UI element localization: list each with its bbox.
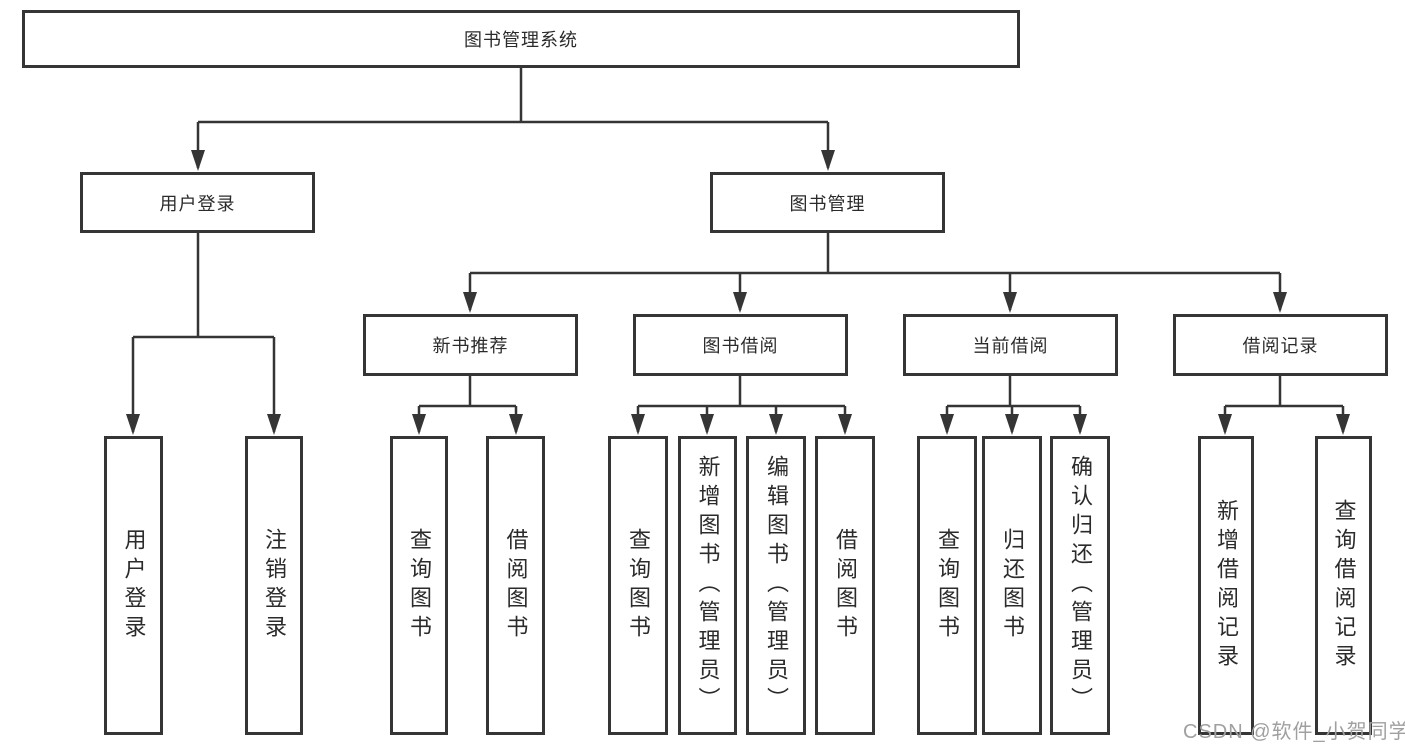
arrowhead bbox=[1218, 414, 1232, 435]
arrowhead bbox=[126, 414, 140, 435]
arrowhead bbox=[191, 150, 205, 171]
arrowhead bbox=[267, 414, 281, 435]
arrowhead bbox=[700, 414, 714, 435]
node-leaf-add-borrow-record: 新增借阅记录 bbox=[1198, 436, 1254, 735]
arrowhead bbox=[509, 414, 523, 435]
arrowhead bbox=[1005, 414, 1019, 435]
node-leaf-borrow-books-recommend: 借阅图书 bbox=[486, 436, 545, 735]
node-book-management: 图书管理 bbox=[710, 172, 945, 233]
node-leaf-query-books-current: 查询图书 bbox=[917, 436, 977, 735]
node-root: 图书管理系统 bbox=[22, 10, 1020, 68]
arrowhead bbox=[1336, 414, 1350, 435]
arrowheads bbox=[126, 150, 1350, 435]
arrowhead bbox=[769, 414, 783, 435]
arrowhead bbox=[631, 414, 645, 435]
node-leaf-query-borrow-record: 查询借阅记录 bbox=[1315, 436, 1372, 735]
node-leaf-logout: 注销登录 bbox=[245, 436, 303, 735]
node-leaf-add-books-admin: 新增图书（管理员） bbox=[678, 436, 737, 735]
arrowhead bbox=[412, 414, 426, 435]
node-book-borrowing: 图书借阅 bbox=[633, 314, 848, 376]
node-borrowing-records: 借阅记录 bbox=[1173, 314, 1388, 376]
node-user-login: 用户登录 bbox=[80, 172, 315, 233]
arrowhead bbox=[821, 150, 835, 171]
csdn-watermark: CSDN @软件_小贺同学 bbox=[1183, 721, 1405, 743]
arrowhead bbox=[940, 414, 954, 435]
node-new-book-recommend: 新书推荐 bbox=[363, 314, 578, 376]
arrowhead bbox=[733, 292, 747, 313]
arrowhead bbox=[1273, 292, 1287, 313]
node-leaf-edit-books-admin: 编辑图书（管理员） bbox=[746, 436, 806, 735]
node-leaf-user-login: 用户登录 bbox=[104, 436, 163, 735]
node-leaf-borrow-books-borrow: 借阅图书 bbox=[815, 436, 875, 735]
arrowhead bbox=[1073, 414, 1087, 435]
arrowhead bbox=[838, 414, 852, 435]
node-leaf-confirm-return-admin: 确认归还（管理员） bbox=[1050, 436, 1110, 735]
tree-edges bbox=[131, 68, 1345, 432]
arrowhead bbox=[1003, 292, 1017, 313]
arrowhead bbox=[463, 292, 477, 313]
node-current-borrowing: 当前借阅 bbox=[903, 314, 1118, 376]
node-leaf-return-books: 归还图书 bbox=[982, 436, 1042, 735]
node-leaf-query-books-borrow: 查询图书 bbox=[608, 436, 668, 735]
node-leaf-query-books-recommend: 查询图书 bbox=[390, 436, 448, 735]
